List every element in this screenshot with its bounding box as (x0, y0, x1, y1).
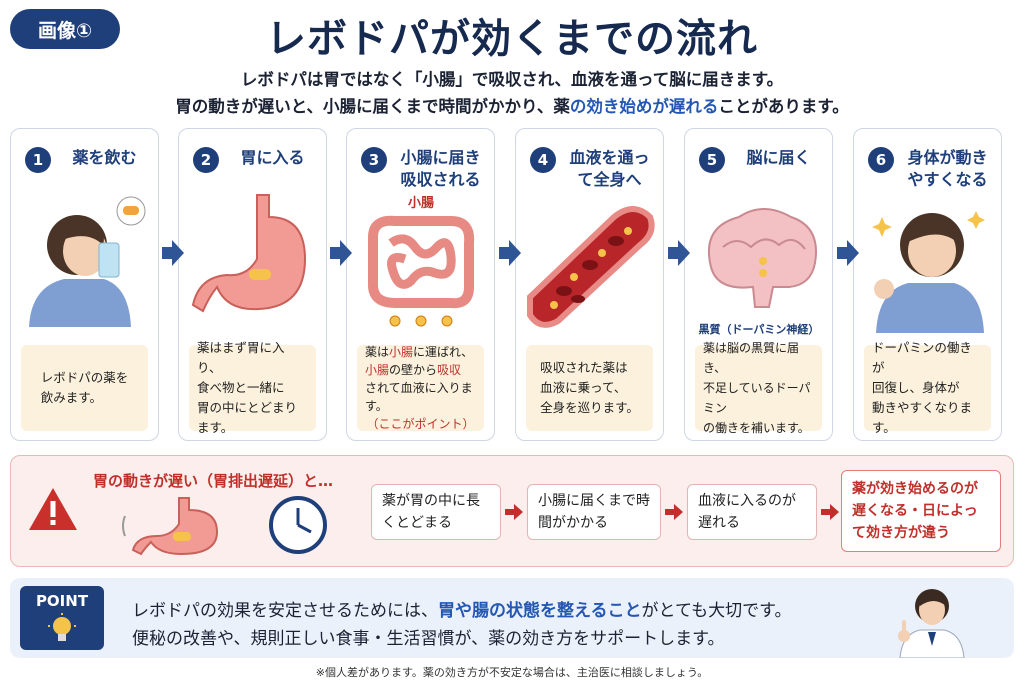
blood-vessel-icon (527, 206, 655, 328)
stomach-icon (191, 194, 307, 313)
step-title: 脳に届く (746, 148, 811, 167)
step-number: 6 (868, 147, 894, 173)
step-card-1: 1 薬を飲む レボドパの薬を飲みます。 (10, 128, 159, 441)
warning-icon (29, 488, 77, 530)
step-arrow-icon (505, 504, 523, 520)
step-title: 薬を飲む (72, 148, 137, 167)
flow-arrow-icon (499, 240, 521, 266)
warning-result: 薬が効き始めるのが遅くなる・日によって効き方が違う (841, 470, 1001, 552)
warning-step: 薬が胃の中に長くとどまる (371, 484, 501, 540)
warning-heading: 胃の動きが遅い（胃排出遅延）と… (93, 472, 334, 490)
step-arrow-icon (665, 504, 683, 520)
step-title: 血液を通って全身へ (569, 148, 650, 189)
step-number: 5 (699, 147, 725, 173)
clock-icon (269, 496, 327, 554)
warning-panel: 胃の動きが遅い（胃排出遅延）と… 薬が胃の中に長くとどまる 小腸に届くまで時間が… (10, 455, 1014, 567)
slow-stomach-icon (122, 497, 219, 556)
doctor-icon (898, 589, 965, 658)
flow-arrow-icon (668, 240, 690, 266)
step-description: 薬は小腸に運ばれ、 小腸の壁から吸収 されて血液に入ります。 （ここがポイント） (357, 345, 484, 431)
step-card-6: 6 身体が動きやすくなる ドーパミンの働きが回復し、身体が動きやすくなります。 (853, 128, 1002, 441)
subtitle-line-2: 胃の動きが遅いと、小腸に届くまで時間がかかり、薬の効き始めが遅れることがあります… (175, 97, 849, 116)
flow-arrow-icon (162, 240, 184, 266)
drinking-woman-icon (29, 196, 146, 327)
step-number: 4 (530, 147, 556, 173)
point-tag: POINT (20, 586, 104, 650)
page-title: レボドパが効くまでの流れ (266, 16, 758, 62)
subtitle-line-1: レボドパは胃ではなく「小腸」で吸収され、血液を通って脳に届きます。 (240, 70, 784, 89)
image-badge: 画像① (10, 9, 120, 49)
step-card-3: 3 小腸に届き吸収される 小腸 薬は小腸に運ばれ、 小腸の壁から吸収 されて血液に… (346, 128, 495, 441)
step-title: 身体が動きやすくなる (907, 148, 988, 189)
point-line-1: レボドパの効果を安定させるためには、胃や腸の状態を整えることがとても大切です。 (132, 601, 792, 621)
intestine-label: 小腸 (408, 196, 434, 211)
step-description: 吸収された薬は血液に乗って、全身を巡ります。 (526, 345, 653, 431)
warning-step: 小腸に届くまで時間がかかる (527, 484, 661, 540)
happy-woman-icon (872, 211, 985, 333)
step-description: 薬はまず胃に入り、食べ物と一緒に胃の中にとどまります。 (189, 340, 316, 435)
step-title: 胃に入る (240, 148, 305, 167)
lightbulb-icon (48, 613, 76, 641)
point-line-2: 便秘の改善や、規則正しい食事・生活習慣が、薬の効き方をサポートします。 (132, 629, 725, 649)
step-title: 小腸に届き吸収される (400, 148, 481, 189)
step-description: ドーパミンの働きが回復し、身体が動きやすくなります。 (864, 340, 991, 435)
small-intestine-icon: 小腸 (368, 196, 475, 327)
step-number: 3 (361, 147, 387, 173)
step-number: 1 (25, 147, 51, 173)
substantia-nigra-label: 黒質（ドーパミン神経） (699, 322, 820, 336)
step-card-4: 4 血液を通って全身へ 吸収された薬は血液に乗って、全身を巡ります。 (515, 128, 664, 441)
step-number: 2 (193, 147, 219, 173)
point-panel: POINT レボドパの効果を安定させるためには、胃や腸の状態を整えることがとても… (10, 578, 1014, 658)
step-arrow-icon (821, 504, 839, 520)
step-description: レボドパの薬を飲みます。 (21, 345, 148, 431)
flow-arrow-icon (330, 240, 352, 266)
brain-icon: 黒質（ドーパミン神経） (699, 208, 820, 336)
step-card-2: 2 胃に入る 薬はまず胃に入り、食べ物と一緒に胃の中にとどまります。 (178, 128, 327, 441)
warning-step: 血液に入るのが遅れる (687, 484, 817, 540)
footnote: ※個人差があります。薬の効き方が不安定な場合は、主治医に相談しましょう。 (315, 666, 709, 679)
step-card-5: 5 脳に届く 黒質（ドーパミン神経） 薬は脳の黒質に届き、不足しているドーパミンの… (684, 128, 833, 441)
flow-arrow-icon (837, 240, 859, 266)
step-description: 薬は脳の黒質に届き、不足しているドーパミンの働きを補います。 (695, 341, 822, 435)
